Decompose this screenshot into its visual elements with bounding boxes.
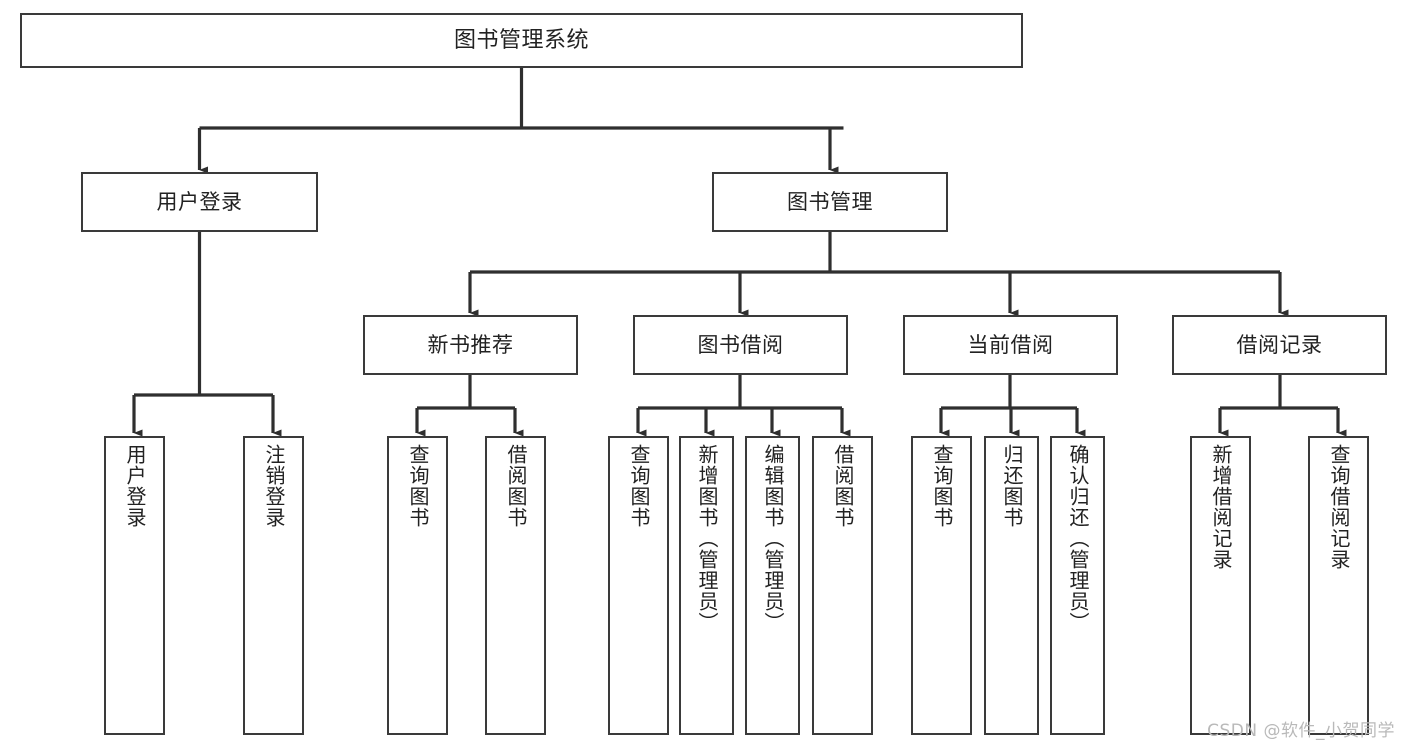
node-borrow-record[interactable]: 借阅记录 xyxy=(1172,315,1387,375)
node-leaf-user-logout-label: 注销登录 xyxy=(262,444,286,528)
node-leaf-query-book-1-label: 查询图书 xyxy=(406,444,430,528)
csdn-watermark: CSDN @软件_小贺同学 xyxy=(1207,721,1395,741)
node-leaf-borrow-book-2[interactable]: 借阅图书 xyxy=(812,436,873,735)
node-leaf-user-login-label: 用户登录 xyxy=(123,444,147,528)
node-new-book-recommend[interactable]: 新书推荐 xyxy=(363,315,578,375)
node-borrow-record-label: 借阅记录 xyxy=(1236,332,1323,357)
node-leaf-add-record[interactable]: 新增借阅记录 xyxy=(1190,436,1251,735)
node-root-system[interactable]: 图书管理系统 xyxy=(20,13,1023,68)
node-leaf-edit-book[interactable]: 编辑图书（管理员） xyxy=(745,436,800,735)
node-book-manage-label: 图书管理 xyxy=(787,189,873,214)
node-leaf-edit-book-label: 编辑图书（管理员） xyxy=(761,444,785,633)
node-leaf-query-record[interactable]: 查询借阅记录 xyxy=(1308,436,1369,735)
node-leaf-confirm-return[interactable]: 确认归还（管理员） xyxy=(1050,436,1105,735)
node-leaf-return-book-label: 归还图书 xyxy=(1000,444,1024,528)
node-leaf-user-logout[interactable]: 注销登录 xyxy=(243,436,304,735)
node-book-borrow[interactable]: 图书借阅 xyxy=(633,315,848,375)
node-leaf-query-book-2-label: 查询图书 xyxy=(627,444,651,528)
node-new-book-recommend-label: 新书推荐 xyxy=(427,332,514,357)
node-leaf-query-book-3-label: 查询图书 xyxy=(930,444,954,528)
node-user-login[interactable]: 用户登录 xyxy=(81,172,318,232)
node-user-login-label: 用户登录 xyxy=(156,189,243,214)
node-leaf-user-login[interactable]: 用户登录 xyxy=(104,436,165,735)
node-book-borrow-label: 图书借阅 xyxy=(697,332,784,357)
node-leaf-return-book[interactable]: 归还图书 xyxy=(984,436,1039,735)
node-leaf-query-book-3[interactable]: 查询图书 xyxy=(911,436,972,735)
node-leaf-add-book[interactable]: 新增图书（管理员） xyxy=(679,436,734,735)
node-leaf-add-book-label: 新增图书（管理员） xyxy=(695,444,719,633)
node-leaf-add-record-label: 新增借阅记录 xyxy=(1209,444,1233,570)
node-leaf-query-book-2[interactable]: 查询图书 xyxy=(608,436,669,735)
node-current-borrow-label: 当前借阅 xyxy=(967,332,1054,357)
node-leaf-borrow-book-1-label: 借阅图书 xyxy=(504,444,528,528)
node-root-label: 图书管理系统 xyxy=(453,27,589,53)
node-book-manage[interactable]: 图书管理 xyxy=(712,172,948,232)
node-leaf-confirm-return-label: 确认归还（管理员） xyxy=(1066,444,1090,633)
node-leaf-borrow-book-1[interactable]: 借阅图书 xyxy=(485,436,546,735)
node-leaf-query-book-1[interactable]: 查询图书 xyxy=(387,436,448,735)
node-leaf-borrow-book-2-label: 借阅图书 xyxy=(831,444,855,528)
node-leaf-query-record-label: 查询借阅记录 xyxy=(1327,444,1351,570)
node-current-borrow[interactable]: 当前借阅 xyxy=(903,315,1118,375)
